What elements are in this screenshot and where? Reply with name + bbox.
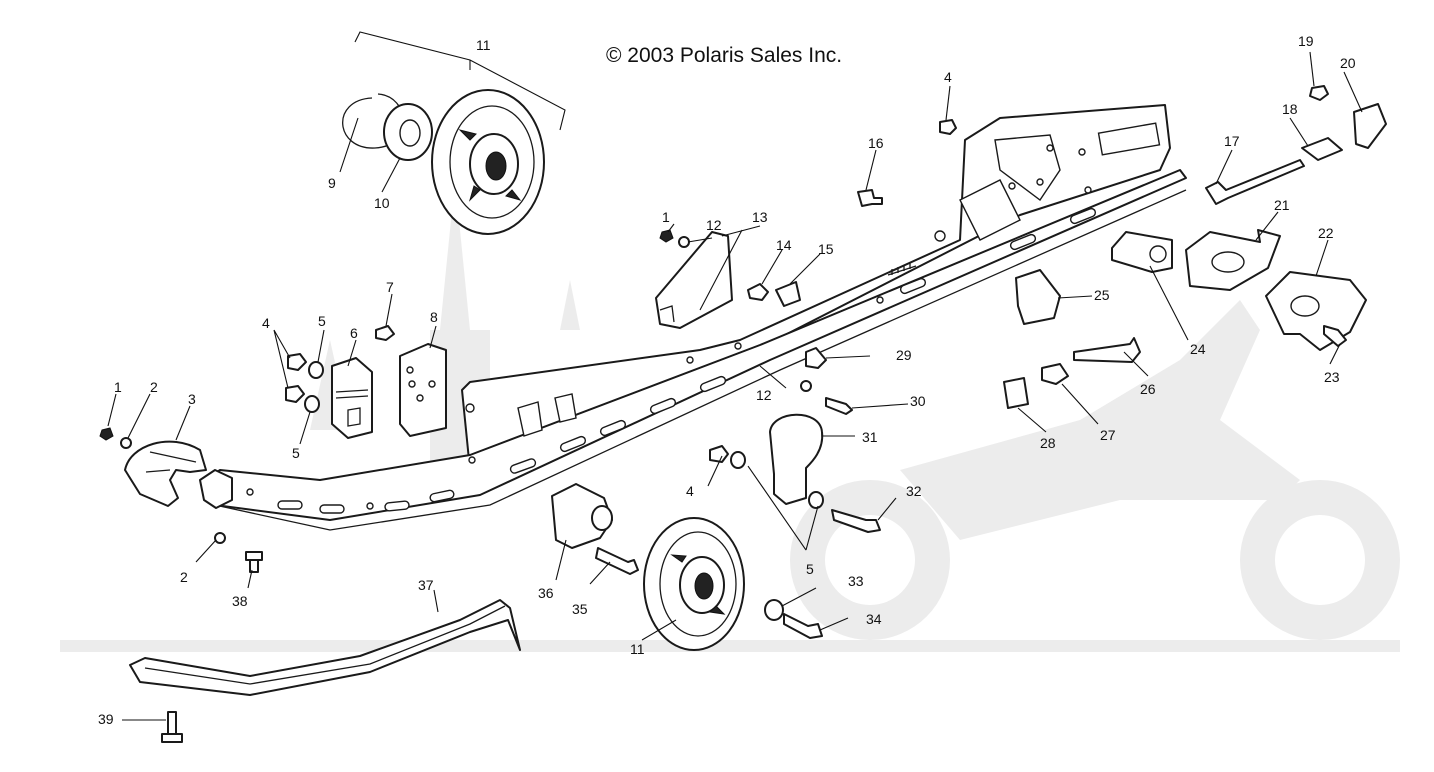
callout-1a: 1	[114, 379, 122, 395]
idler-wheel-top	[342, 89, 545, 235]
callout-29: 29	[896, 347, 912, 363]
callout-4a: 4	[262, 315, 270, 331]
callout-24: 24	[1190, 341, 1206, 357]
callout-23: 23	[1324, 369, 1340, 385]
callout-4b: 4	[944, 69, 952, 85]
callout-2b: 2	[180, 569, 188, 585]
rail-slots	[277, 207, 1097, 514]
callout-16: 16	[868, 135, 884, 151]
callout-6: 6	[350, 325, 358, 341]
callout-5a: 5	[318, 313, 326, 329]
callout-4c: 4	[686, 483, 694, 499]
callout-2a: 2	[150, 379, 158, 395]
callout-10: 10	[374, 195, 390, 211]
callout-32: 32	[906, 483, 922, 499]
callout-12b: 12	[756, 387, 772, 403]
callout-labels: 1 1 2 2 3 4 4 4 5 5 5 6 7 8 9 10 11 11 1…	[98, 33, 1356, 727]
right-small-parts	[1003, 85, 1387, 409]
callout-5c: 5	[806, 561, 814, 577]
callout-12a: 12	[706, 217, 722, 233]
rail-holes	[246, 144, 1092, 510]
callout-19: 19	[1298, 33, 1314, 49]
callout-22: 22	[1318, 225, 1334, 241]
front-rail-section	[129, 599, 521, 696]
callout-15: 15	[818, 241, 834, 257]
callout-25: 25	[1094, 287, 1110, 303]
center-small-parts	[551, 119, 957, 639]
rail-assembly	[199, 104, 1187, 531]
callout-39: 39	[98, 711, 114, 727]
callout-27: 27	[1100, 427, 1116, 443]
callout-28: 28	[1040, 435, 1056, 451]
callout-11b: 11	[630, 641, 645, 657]
callout-38: 38	[232, 593, 248, 609]
callout-26: 26	[1140, 381, 1156, 397]
leader-lines	[107, 51, 1363, 721]
callout-20: 20	[1340, 55, 1356, 71]
callout-9: 9	[328, 175, 336, 191]
copyright-notice: © 2003 Polaris Sales Inc.	[606, 44, 842, 67]
callout-34: 34	[866, 611, 882, 627]
callout-13: 13	[752, 209, 768, 225]
callout-11a: 11	[476, 37, 491, 53]
idler-wheel-bottom	[643, 517, 745, 651]
callout-8: 8	[430, 309, 438, 325]
callout-36: 36	[538, 585, 554, 601]
callout-3: 3	[188, 391, 196, 407]
left-small-parts	[99, 325, 447, 743]
callout-33: 33	[848, 573, 864, 589]
callout-7: 7	[386, 279, 394, 295]
callout-31: 31	[862, 429, 878, 445]
callout-37: 37	[418, 577, 434, 593]
callout-35: 35	[572, 601, 588, 617]
callout-5b: 5	[292, 445, 300, 461]
callout-18: 18	[1282, 101, 1298, 117]
callout-1b: 1	[662, 209, 670, 225]
callout-30: 30	[910, 393, 926, 409]
callout-21: 21	[1274, 197, 1290, 213]
callout-17: 17	[1224, 133, 1240, 149]
callout-14: 14	[776, 237, 792, 253]
